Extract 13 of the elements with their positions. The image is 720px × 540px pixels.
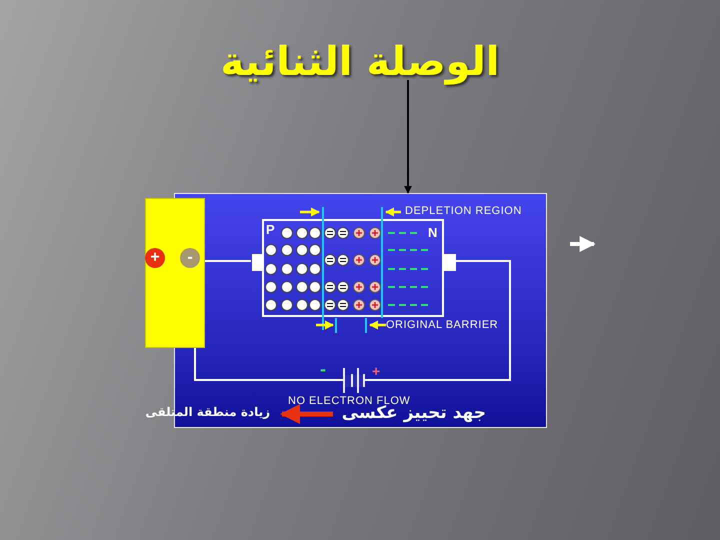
- arrow: [280, 404, 333, 424]
- region-letter: N: [428, 226, 438, 240]
- label: ORIGINAL BARRIER: [386, 319, 498, 331]
- wire: [205, 260, 251, 262]
- title: الوصلة الثنائية: [220, 38, 500, 86]
- caption-text: جهد تحييز عكسى: [342, 403, 486, 424]
- arrow: [404, 80, 412, 194]
- label: +: [372, 364, 381, 379]
- label: DEPLETION REGION: [405, 205, 522, 217]
- wire: [194, 260, 511, 381]
- label: -: [320, 360, 326, 379]
- region-letter: P: [266, 223, 275, 237]
- power-source: [145, 198, 205, 348]
